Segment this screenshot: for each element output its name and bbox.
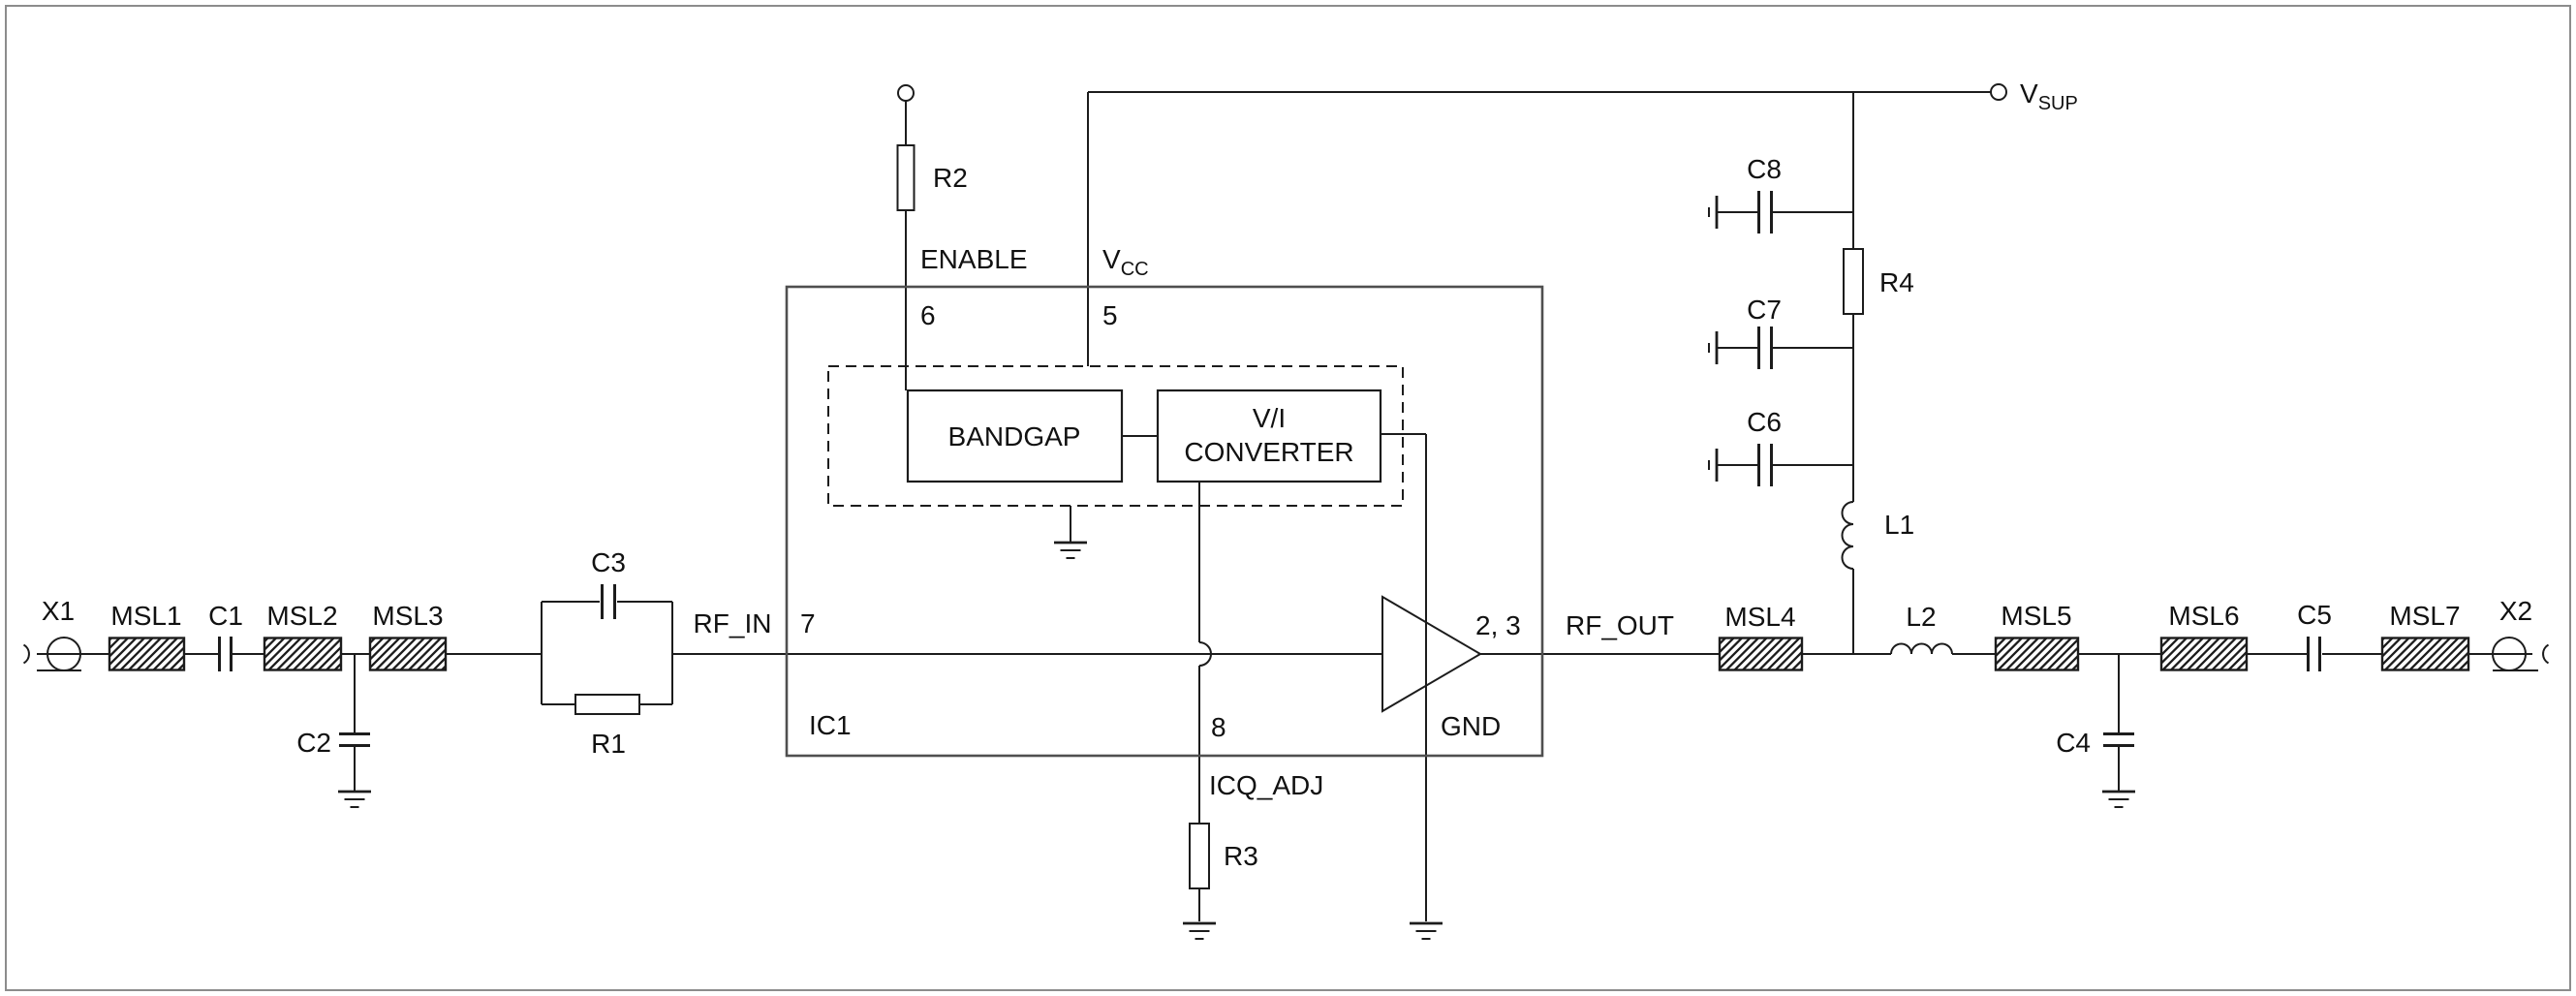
label-pin-7: 7 (800, 608, 816, 638)
resistor-r3-symbol (1189, 823, 1210, 889)
connector-x2-symbol (2492, 637, 2550, 671)
enable-terminal (897, 84, 915, 102)
label-rf-in: RF_IN (694, 608, 772, 638)
amplifier-symbol (1381, 595, 1482, 713)
inductor-l2-symbol (1890, 642, 1953, 655)
label-c4: C4 (2056, 728, 2091, 758)
label-c3: C3 (591, 547, 626, 577)
microstrip-msl3-symbol (368, 637, 448, 671)
bandgap-label: BANDGAP (948, 421, 1081, 451)
label-rf-out: RF_OUT (1566, 610, 1674, 640)
label-icq-adj: ICQ_ADJ (1209, 770, 1323, 800)
label-x2: X2 (2499, 596, 2532, 626)
label-pin-6: 6 (920, 300, 936, 330)
label-r1: R1 (591, 729, 626, 759)
label-r2: R2 (933, 163, 968, 193)
resistor-r2-symbol (896, 84, 916, 211)
wires (37, 91, 2532, 921)
label-r3: R3 (1224, 841, 1258, 871)
label-vsup: VSUP (2020, 78, 2078, 114)
ground-symbol-c4 (2102, 790, 2135, 808)
label-vcc: VCC (1102, 244, 1149, 280)
label-msl7: MSL7 (2389, 601, 2460, 631)
bias-block-dashed-outline (827, 365, 1404, 507)
microstrip-msl6-symbol (2159, 637, 2249, 671)
capacitor-c5-symbol (2307, 637, 2321, 671)
microstrip-msl1-symbol (108, 637, 186, 671)
label-c1: C1 (208, 601, 243, 631)
label-pin-8: 8 (1211, 712, 1226, 742)
label-msl4: MSL4 (1724, 602, 1795, 632)
figure-border (5, 5, 2571, 991)
resistor-r1-symbol (574, 694, 640, 715)
label-pin-5: 5 (1102, 300, 1118, 330)
label-msl1: MSL1 (110, 601, 181, 631)
microstrip-msl7-symbol (2380, 637, 2470, 671)
capacitor-c8-symbol (1708, 191, 1773, 233)
vi-converter-label-line2: CONVERTER (1184, 437, 1353, 467)
label-msl3: MSL3 (372, 601, 443, 631)
ic1-outline (785, 285, 1544, 758)
capacitor-c4-symbol (2103, 732, 2134, 747)
label-msl6: MSL6 (2168, 601, 2239, 631)
label-c2: C2 (296, 728, 331, 758)
ground-symbol-bias-block (1054, 541, 1087, 559)
label-l1: L1 (1884, 510, 1914, 540)
label-l2: L2 (1906, 602, 1936, 632)
resistor-r4-symbol (1843, 248, 1864, 315)
connector-x1-symbol (22, 637, 81, 671)
bandgap-block: BANDGAP (906, 389, 1124, 483)
vi-converter-label-line1: V/I (1253, 403, 1286, 433)
label-gnd: GND (1441, 711, 1501, 741)
label-c5: C5 (2297, 600, 2332, 630)
label-enable: ENABLE (920, 244, 1028, 274)
ground-symbol-gnd-pin (1410, 921, 1443, 940)
inductor-l1-symbol (1841, 501, 1854, 570)
vsup-terminal (1990, 83, 2007, 101)
label-c7: C7 (1747, 295, 1782, 325)
capacitor-c7-symbol (1708, 327, 1773, 369)
capacitor-c3-symbol (601, 584, 616, 619)
label-r4: R4 (1879, 267, 1914, 297)
label-c8: C8 (1747, 154, 1782, 184)
capacitor-c6-symbol (1708, 444, 1773, 486)
vi-converter-block: V/I CONVERTER (1156, 389, 1382, 483)
label-msl5: MSL5 (2001, 601, 2071, 631)
ground-symbol-r3 (1183, 921, 1216, 940)
capacitor-c1-symbol (218, 637, 233, 671)
microstrip-msl2-symbol (263, 637, 343, 671)
microstrip-msl4-symbol (1718, 637, 1804, 671)
microstrip-msl5-symbol (1994, 637, 2080, 671)
label-ic1: IC1 (809, 710, 852, 740)
label-x1: X1 (42, 596, 75, 626)
label-pins-2-3: 2, 3 (1475, 610, 1521, 640)
ground-symbol-c2 (338, 790, 371, 808)
label-msl2: MSL2 (266, 601, 337, 631)
capacitor-c2-symbol (339, 732, 370, 747)
label-c6: C6 (1747, 407, 1782, 437)
